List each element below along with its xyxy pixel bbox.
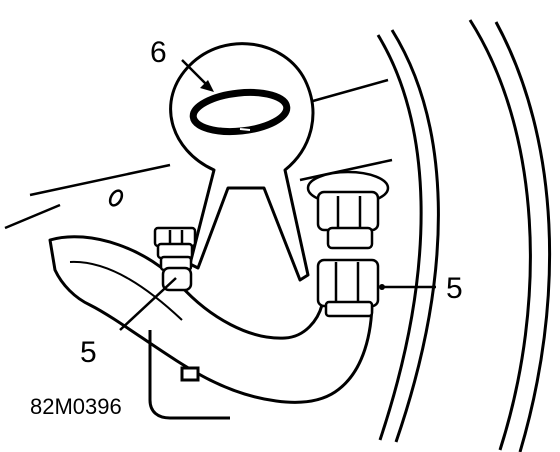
leader-arrowheads [200, 80, 385, 290]
drawing-id: 82M0396 [30, 394, 122, 419]
callout-5-left: 5 [80, 336, 97, 369]
o-ring-icon [189, 88, 291, 136]
callout-5-right: 5 [446, 272, 463, 305]
callout-6: 6 [150, 36, 167, 69]
magnification-balloon [169, 42, 315, 282]
right-union-fitting [306, 170, 390, 318]
leader-line-5-left [119, 277, 177, 331]
disc-outline [376, 19, 552, 452]
left-union-fitting [153, 226, 197, 292]
mounting-bracket [148, 330, 230, 420]
